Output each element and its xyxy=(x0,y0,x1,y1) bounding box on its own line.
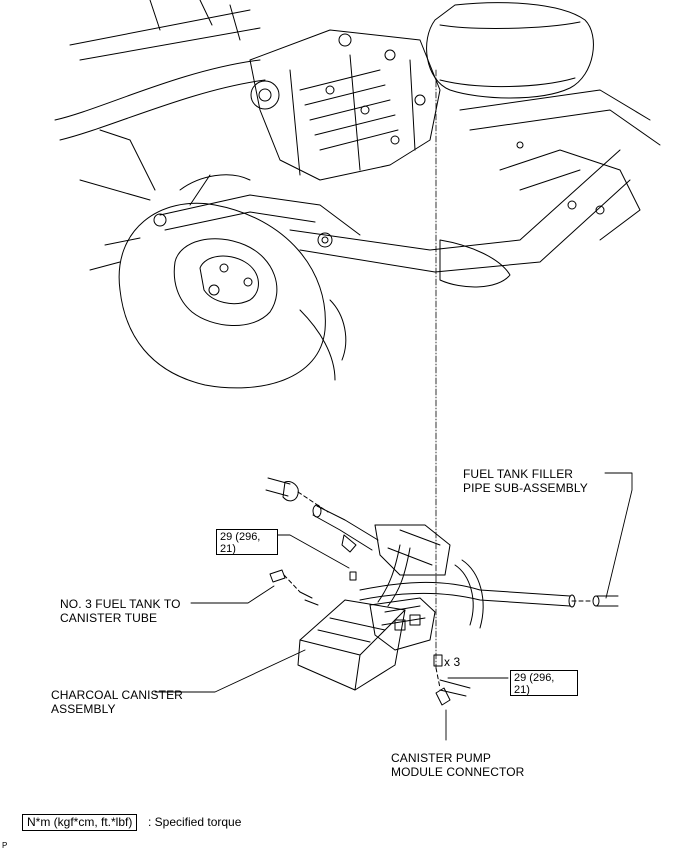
label-no3-fuel-tank-to-canister-tube: NO. 3 FUEL TANK TO CANISTER TUBE xyxy=(60,597,181,625)
legend-description: : Specified torque xyxy=(148,815,242,829)
label-fuel-tank-filler-pipe: FUEL TANK FILLER PIPE SUB-ASSEMBLY xyxy=(463,467,588,495)
label-canister-pump-module-connector: CANISTER PUMP MODULE CONNECTOR xyxy=(391,751,525,779)
torque-spec-lower-bolts: 29 (296, 21) xyxy=(510,670,578,696)
corner-mark: P xyxy=(2,841,8,850)
leader-lines xyxy=(154,472,633,741)
vehicle-underbody-illustration xyxy=(54,0,661,389)
legend-torque-unit-box: N*m (kgf*cm, ft.*lbf) xyxy=(22,814,138,831)
label-charcoal-canister-assembly: CHARCOAL CANISTER ASSEMBLY xyxy=(51,688,183,716)
torque-spec-upper-bolt: 29 (296, 21) xyxy=(216,529,278,555)
canister-assembly-illustration xyxy=(265,477,619,706)
bolt-quantity: x 3 xyxy=(444,655,461,669)
